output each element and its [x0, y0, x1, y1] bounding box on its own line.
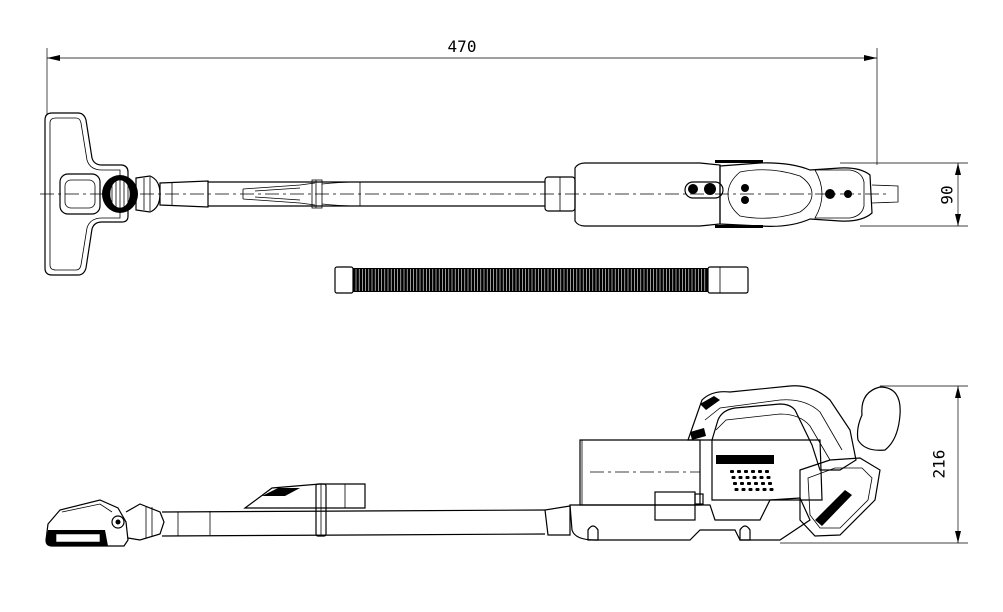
- dimension-label-height: 216: [930, 450, 949, 479]
- dimension-overall-length: 470: [46, 37, 878, 165]
- flexible-hose: [334, 266, 749, 294]
- extension-pipe-top-view: [159, 180, 209, 208]
- top-view: [40, 112, 899, 276]
- dimension-label-length: 470: [448, 37, 477, 56]
- side-view: [45, 385, 901, 547]
- main-body-top-view: [574, 162, 721, 227]
- floor-head-top-view: [44, 112, 129, 276]
- dimension-head-width: 90: [840, 162, 968, 227]
- dimension-label-width: 90: [938, 185, 957, 204]
- dimension-height: 216: [780, 385, 968, 544]
- paddle-side-view: [856, 386, 901, 451]
- main-body-side-view: [579, 439, 701, 506]
